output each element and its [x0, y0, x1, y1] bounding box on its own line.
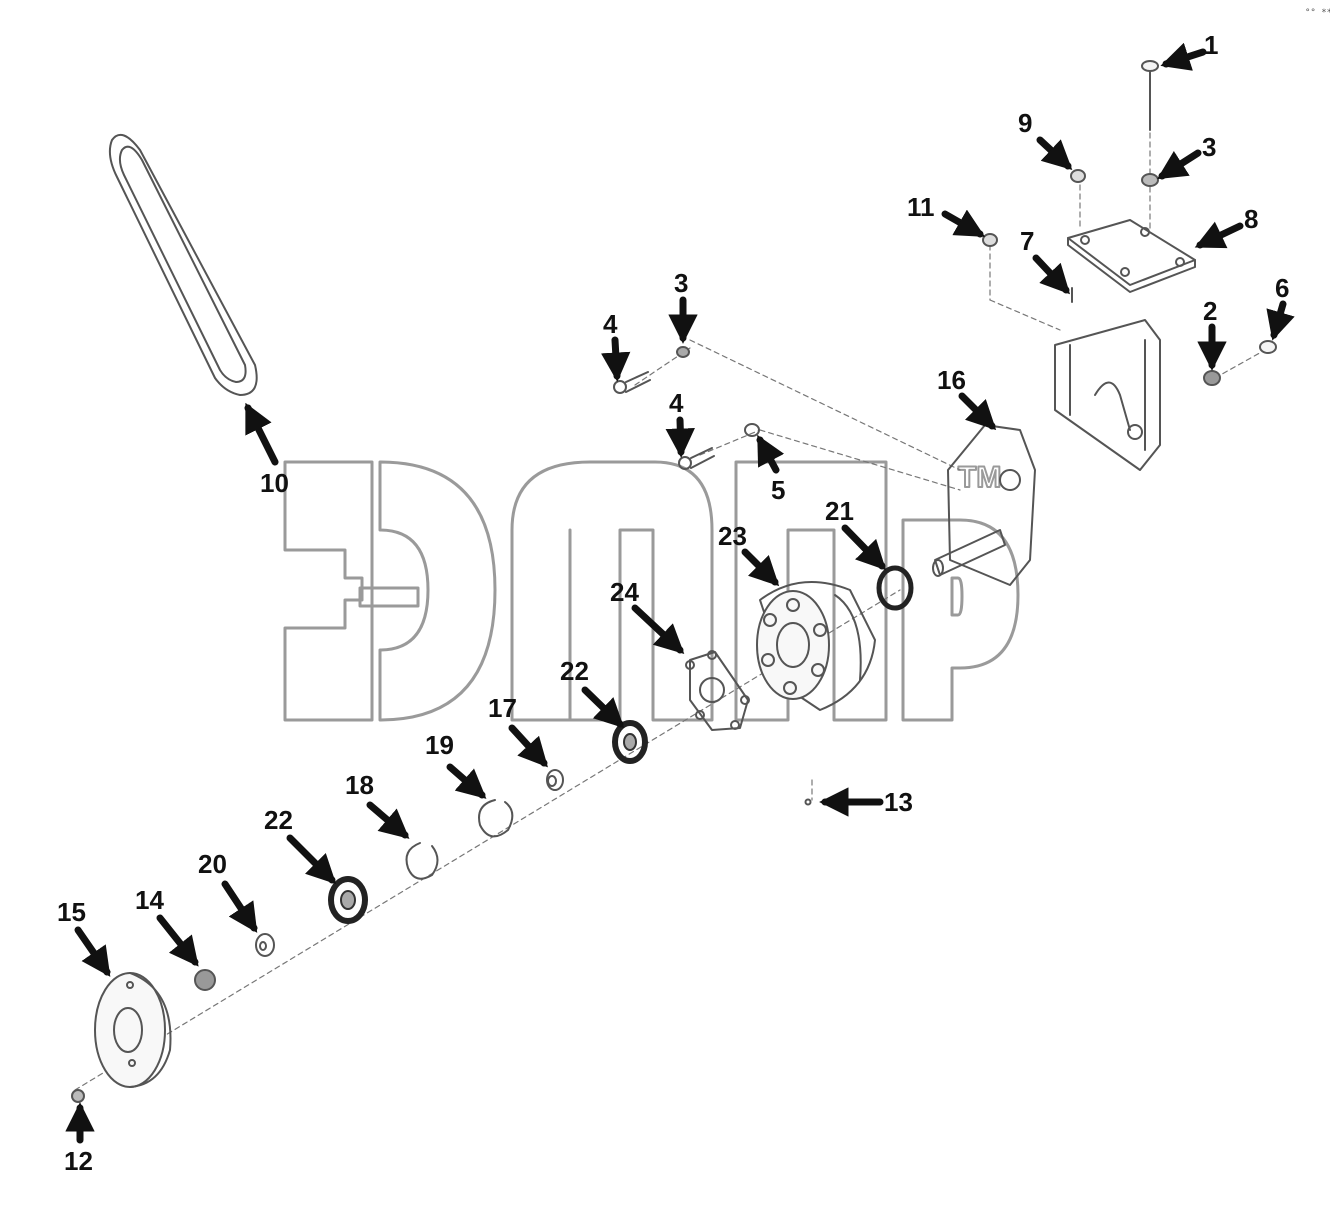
part-seal-21: [876, 565, 914, 611]
part-washer-20: [255, 933, 275, 957]
watermark-letter-r: [901, 518, 1020, 722]
label-20: 20: [198, 849, 227, 879]
part-nut-3-top: [1141, 173, 1159, 187]
arrow-3-top: [1157, 149, 1202, 180]
arrow-10: [244, 402, 279, 466]
arrow-8: [1194, 221, 1244, 249]
arrow-21: [841, 524, 887, 571]
corner-mark: °° ***: [1305, 8, 1330, 18]
part-snap-ring-19: [478, 799, 514, 838]
arrow-18: [366, 801, 410, 839]
label-5: 5: [771, 475, 785, 505]
arrow-7: [1032, 254, 1071, 295]
part-belt: [108, 133, 258, 396]
arrow-4-lower: [665, 416, 695, 458]
part-spacer-17: [546, 769, 564, 791]
part-cap-6: [1259, 340, 1277, 354]
label-17: 17: [488, 693, 517, 723]
label-15: 15: [57, 897, 86, 927]
watermark-letter-e: [283, 460, 420, 722]
label-2: 2: [1203, 296, 1217, 326]
part-nut-11: [982, 233, 998, 247]
watermark-logo: TM: [283, 460, 1020, 722]
part-pulley-23: [756, 581, 876, 711]
label-23: 23: [718, 521, 747, 551]
part-bearing-22-upper: [612, 720, 648, 764]
arrow-23: [741, 548, 780, 587]
label-7: 7: [1020, 226, 1034, 256]
part-bracket-assembly: [1054, 319, 1161, 471]
label-19: 19: [425, 730, 454, 760]
part-nut-12: [71, 1089, 85, 1103]
label-4-upper: 4: [603, 309, 618, 339]
part-plate-8: [1067, 219, 1196, 293]
label-22-lower: 22: [264, 805, 293, 835]
part-flange-24: [685, 650, 750, 731]
label-21: 21: [825, 496, 854, 526]
arrow-14: [156, 914, 199, 967]
arrow-1: [1160, 42, 1207, 71]
label-24: 24: [610, 577, 639, 607]
label-9: 9: [1018, 108, 1032, 138]
arrow-24: [631, 604, 685, 655]
part-pin-13: [804, 798, 812, 806]
label-6: 6: [1275, 273, 1289, 303]
arrow-15: [74, 926, 111, 977]
label-11: 11: [907, 192, 935, 222]
label-10: 10: [260, 468, 289, 498]
arrow-17: [508, 724, 548, 768]
part-bolt-1: [1141, 60, 1159, 131]
label-16: 16: [937, 365, 966, 395]
watermark-letter-p: [510, 460, 714, 722]
label-1: 1: [1204, 30, 1218, 60]
arrow-22-upper: [581, 686, 625, 729]
arrow-11: [941, 209, 986, 238]
arrow-6: [1266, 300, 1295, 341]
arrow-20: [221, 880, 258, 933]
watermark-tm: TM: [958, 461, 1001, 494]
arrow-5: [756, 434, 785, 474]
arrow-19: [446, 763, 487, 799]
label-22-upper: 22: [560, 656, 589, 686]
arrow-16: [958, 392, 997, 431]
arrow-9: [1036, 136, 1073, 171]
label-8: 8: [1244, 204, 1258, 234]
part-disc-15: [94, 972, 172, 1088]
part-nut-2: [1203, 370, 1221, 386]
part-bearing-22-lower: [328, 876, 368, 924]
label-12: 12: [64, 1146, 93, 1176]
part-nut-3-mid: [676, 346, 690, 358]
arrow-22-lower: [286, 834, 337, 885]
label-18: 18: [345, 770, 374, 800]
part-nut-14: [194, 969, 216, 991]
arrow-4-upper: [601, 336, 631, 382]
callout-arrows: [65, 42, 1295, 1144]
label-3-mid: 3: [674, 268, 688, 298]
part-retaining-ring-18: [405, 842, 439, 880]
label-13: 13: [884, 787, 913, 817]
part-washer-5: [744, 423, 760, 437]
label-4-lower: 4: [669, 388, 684, 418]
callout-labels: 1 9 3 11 8 7 2 6 3 4 16 4 5 10 21 23 24 …: [57, 30, 1289, 1176]
part-nut-9: [1070, 169, 1086, 183]
label-3-top: 3: [1202, 132, 1216, 162]
watermark-letter-e-outer: [378, 460, 497, 722]
label-14: 14: [135, 885, 164, 915]
